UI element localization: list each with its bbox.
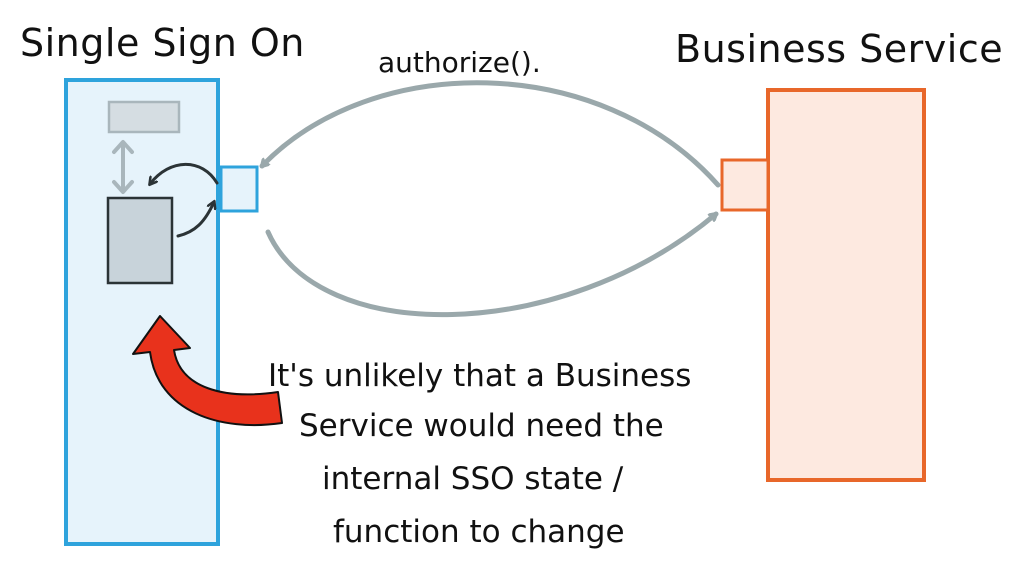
sso-container xyxy=(64,78,220,546)
authorize-call-label: authorize(). xyxy=(378,46,541,79)
note-line-2: Service would need the xyxy=(299,408,664,444)
sso-internal-state-box xyxy=(107,100,181,134)
port-to-function-arrow xyxy=(150,162,219,184)
function-to-port-arrow xyxy=(176,202,214,238)
note-line-1: It's unlikely that a Business xyxy=(268,358,691,394)
authorize-response-arrow xyxy=(265,211,719,317)
business-service-title: Business Service xyxy=(675,27,1003,71)
sso-interface-port xyxy=(219,165,259,213)
note-text: It's unlikely that a Business Service wo… xyxy=(268,358,691,550)
note-line-4: function to change xyxy=(333,514,625,550)
sso-title: Single Sign On xyxy=(20,21,305,65)
business-service-port xyxy=(720,158,770,212)
note-line-3: internal SSO state / xyxy=(322,461,624,497)
sso-internal-function-box xyxy=(106,196,174,285)
red-callout-arrow xyxy=(132,315,283,427)
state-function-double-arrow xyxy=(112,140,134,194)
business-service-container xyxy=(766,88,926,482)
authorize-request-arrow xyxy=(259,80,721,188)
